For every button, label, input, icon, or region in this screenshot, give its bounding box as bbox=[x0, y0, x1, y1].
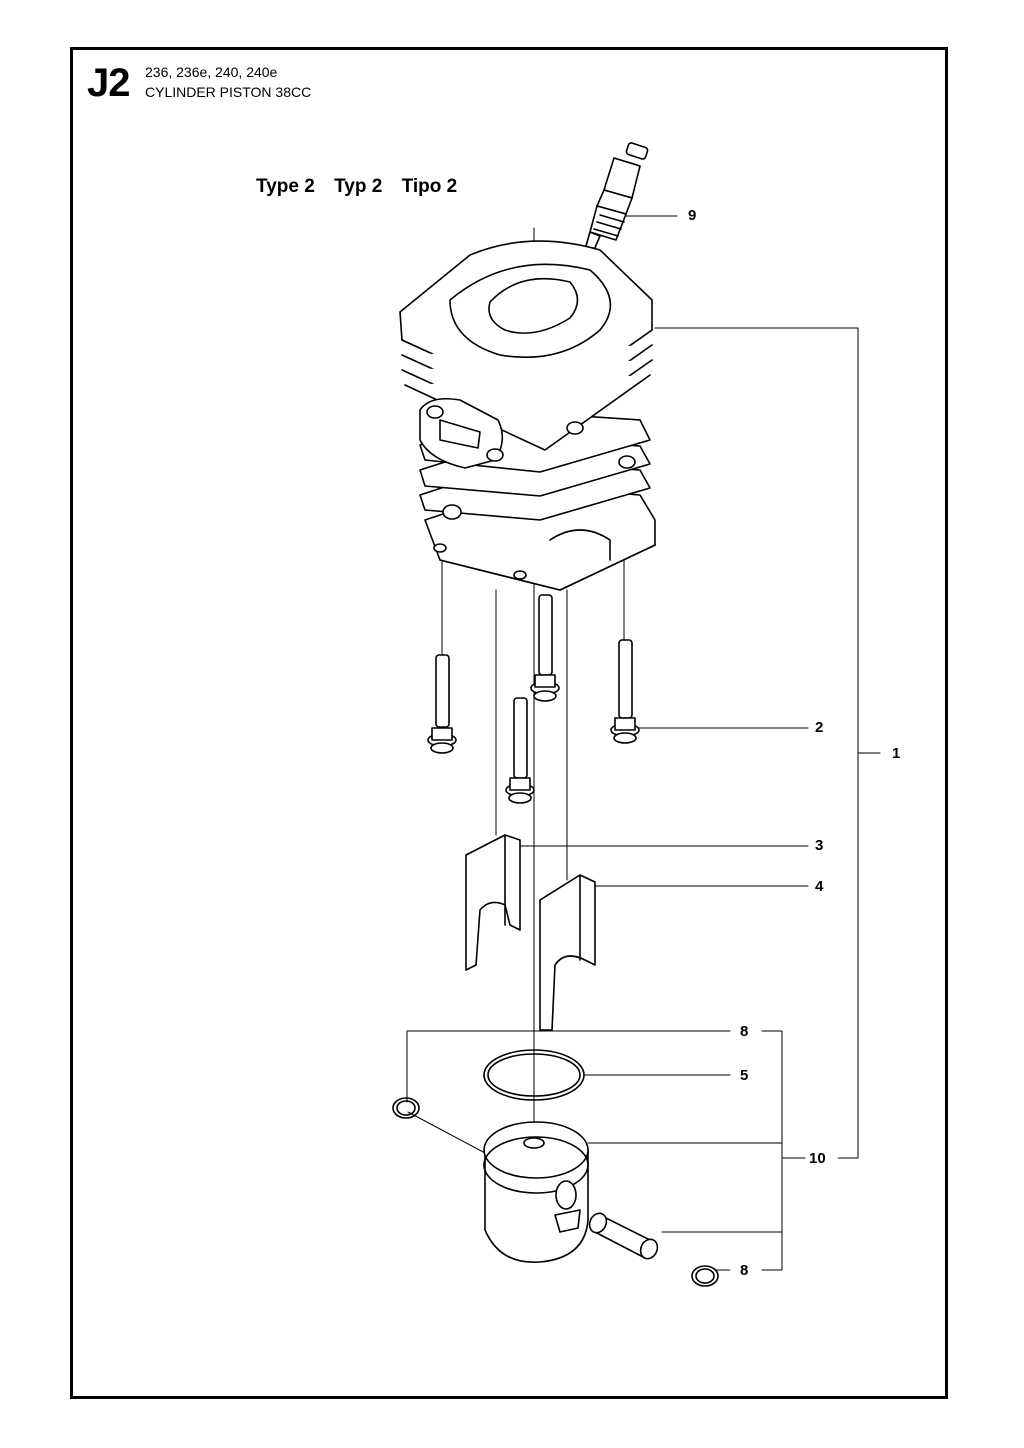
type-labels: Type 2 Typ 2 Tipo 2 bbox=[256, 176, 471, 198]
bolt-right bbox=[610, 639, 640, 744]
circlip-right bbox=[691, 1265, 719, 1287]
callout-4: 4 bbox=[815, 878, 824, 895]
callout-10: 10 bbox=[809, 1150, 826, 1167]
piston-pin bbox=[588, 1212, 659, 1260]
bolt-rear-center bbox=[530, 594, 560, 702]
model-list: 236, 236e, 240, 240e bbox=[145, 64, 278, 80]
section-code: J2 bbox=[87, 61, 130, 105]
bolt-front-left bbox=[427, 654, 457, 754]
port-cover-left bbox=[465, 834, 521, 971]
piston-ring bbox=[483, 1049, 585, 1101]
callout-3: 3 bbox=[815, 837, 824, 854]
callout-1: 1 bbox=[892, 745, 901, 762]
type-label-es: Tipo 2 bbox=[401, 176, 458, 197]
type-label-de: Typ 2 bbox=[334, 176, 383, 197]
callout-2: 2 bbox=[815, 719, 824, 736]
page-title: CYLINDER PISTON 38CC bbox=[145, 84, 312, 100]
bolt-front-center bbox=[505, 697, 535, 804]
cylinder bbox=[399, 240, 656, 591]
port-cover-right bbox=[539, 874, 596, 1031]
page-frame bbox=[70, 47, 948, 1399]
circlip-left bbox=[392, 1097, 420, 1119]
callout-8-top: 8 bbox=[740, 1023, 749, 1040]
callout-9: 9 bbox=[688, 207, 697, 224]
callout-5: 5 bbox=[740, 1067, 749, 1084]
spark-plug bbox=[569, 142, 649, 286]
piston bbox=[483, 1121, 589, 1263]
type-label-en: Type 2 bbox=[256, 176, 315, 197]
callout-8-bottom: 8 bbox=[740, 1262, 749, 1279]
